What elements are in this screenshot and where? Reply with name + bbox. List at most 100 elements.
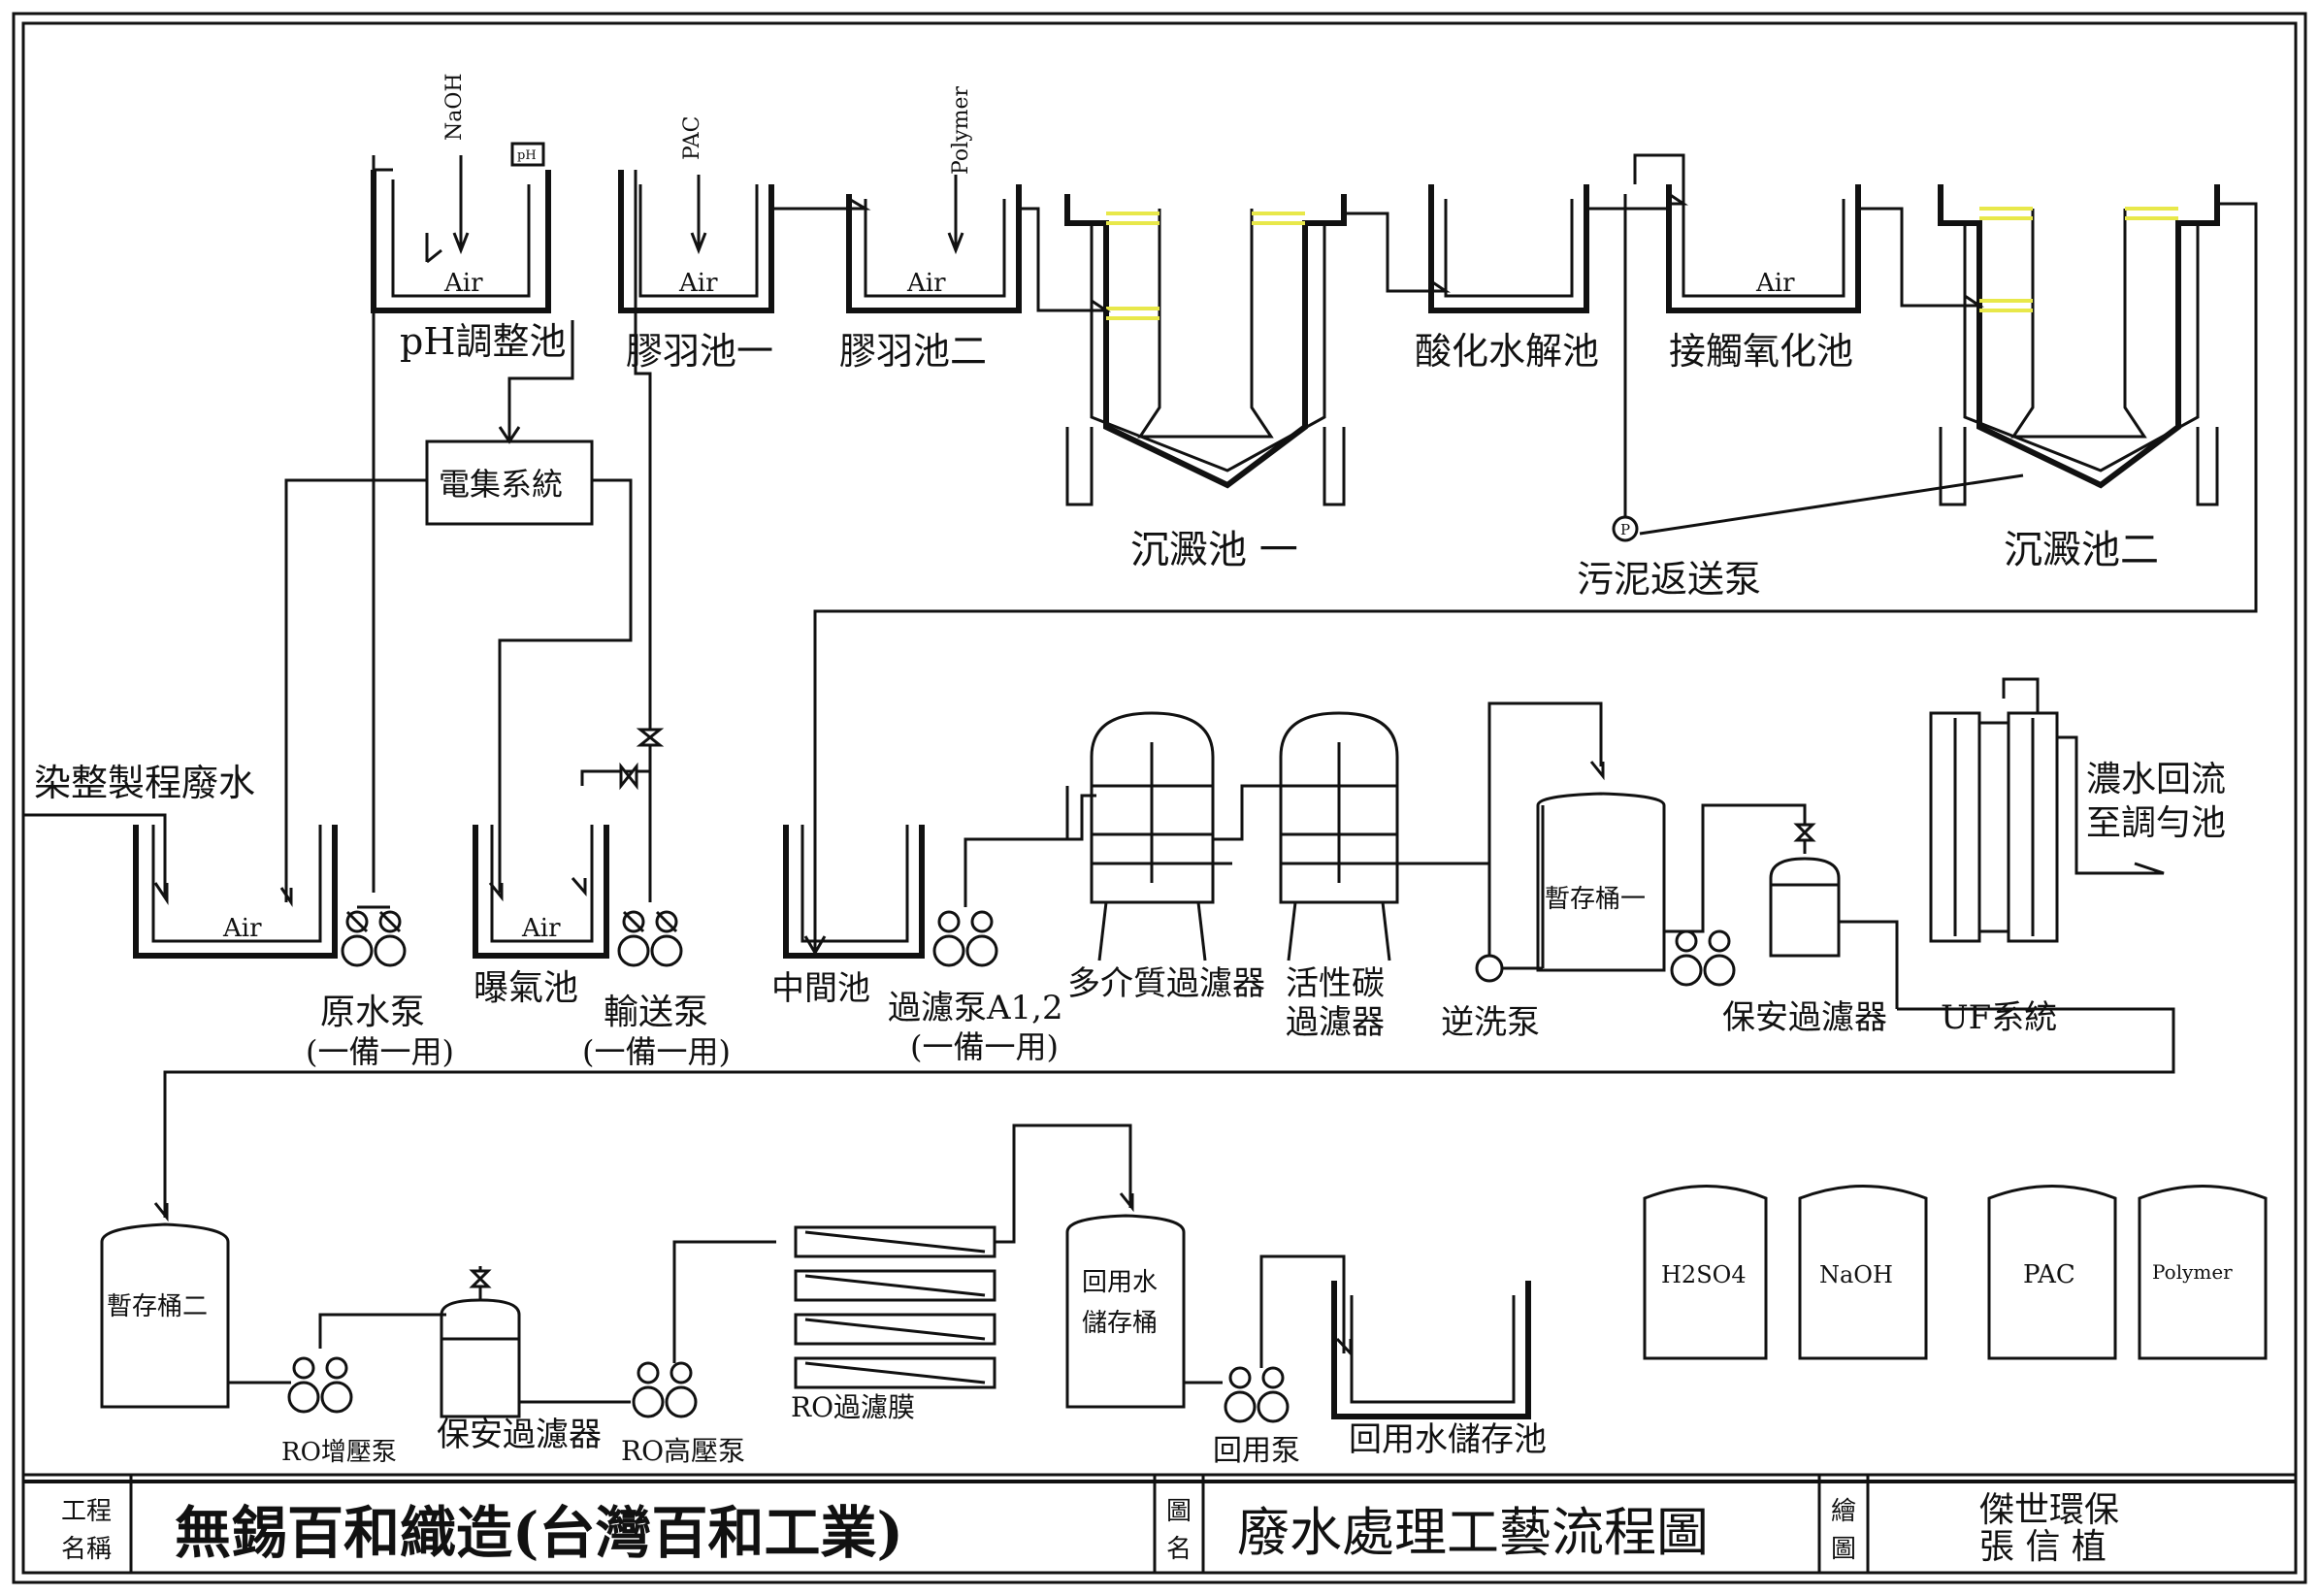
filter-pump-label: 過濾泵A1,2 (888, 989, 1063, 1027)
ph-tank-air-label: Air (443, 269, 483, 298)
project-name: 無錫百和織造(台灣百和工業) (175, 1500, 903, 1566)
uf-system (153, 677, 2175, 1222)
collection-system-label: 電集系統 (439, 466, 563, 503)
floc-tank-2 (771, 175, 1022, 313)
collect-to-raw-line (284, 478, 427, 902)
drawing-label-2: 名 (1166, 1535, 1192, 1564)
dose-pac-label: PAC (680, 115, 704, 160)
reuse-tank-label: 回用水儲存池 (1349, 1420, 1547, 1459)
sedimentation-tank-2 (803, 184, 2258, 956)
intermediate-tank (783, 825, 925, 959)
floc2-air-label: Air (906, 269, 946, 298)
sedimentation-tank-1 (1019, 194, 1347, 506)
aeration-label: 曝氣池 (474, 968, 578, 1008)
floc1-label: 膠羽池一 (626, 330, 773, 373)
temp-bucket1-label: 暫存桶一 (1545, 885, 1646, 914)
temp-bucket-2 (100, 1222, 230, 1409)
outer-frame (12, 12, 2307, 1584)
carbon-filter-label-1: 活性碳 (1286, 964, 1385, 1003)
regulating-tank (133, 825, 338, 959)
drawing-name: 廢水處理工藝流程圖 (1237, 1502, 1709, 1563)
safety-pump-1 (1664, 803, 1816, 987)
ro-membrane (794, 1124, 1134, 1389)
chem-naoh-label: NaOH (1819, 1261, 1893, 1288)
reuse-pump-label: 回用泵 (1213, 1434, 1300, 1468)
collect-to-aeration-line (498, 478, 633, 893)
drawn-by-1: 傑世環保 (1979, 1490, 2119, 1530)
inner-frame (21, 21, 2298, 1575)
temp-bucket2-label: 暫存桶二 (107, 1292, 208, 1321)
ph-to-collect-line (507, 320, 574, 441)
ro-booster-pump (228, 1313, 446, 1414)
contact-tank-label: 接觸氧化池 (1669, 330, 1853, 373)
collection-system-box (425, 440, 594, 526)
transfer-pump-label: 輸送泵 (604, 993, 708, 1032)
raw-water-inlet (23, 813, 167, 897)
raw-pump-sub-label: (一備一用) (306, 1033, 454, 1070)
reuse-bucket-label-2: 儲存桶 (1082, 1309, 1158, 1338)
chem-polymer-label: Polymer (2152, 1260, 2233, 1284)
backwash-pump (1475, 805, 1545, 983)
sludge-pump-label: 污泥返送泵 (1577, 558, 1761, 601)
safety-filter-2 (440, 1266, 631, 1418)
floc1-air-label: Air (678, 269, 718, 298)
floc-tank-1 (618, 170, 774, 313)
carbon-filter-label-2: 過濾器 (1286, 1003, 1385, 1042)
raw-water-pump (341, 155, 407, 967)
chem-pac-label: PAC (2023, 1260, 2075, 1289)
chem-tank-pac (1987, 1185, 2117, 1360)
title-block (23, 1473, 2296, 1573)
chem-tank-polymer (2138, 1185, 2268, 1360)
aeration-air-label: Air (521, 914, 561, 943)
transfer-pump-sub-label: (一備一用) (582, 1033, 731, 1070)
ph-tank-label: pH調整池 (400, 320, 566, 363)
acid-hydrolysis-tank (1344, 184, 1589, 313)
reuse-pump (1224, 1254, 1346, 1423)
svg-text:P: P (1620, 521, 1630, 538)
floc2-label: 膠羽池二 (839, 330, 987, 373)
ro-high-pressure-pump (632, 1240, 776, 1418)
sludge-return-pump: P (1612, 194, 2024, 542)
transfer-pump (580, 170, 683, 967)
regulating-air-label: Air (222, 914, 262, 943)
filter-pump-sub-label: (一備一用) (910, 1028, 1059, 1065)
multi-filter-label: 多介質過濾器 (1067, 964, 1265, 1003)
project-label-1: 工程 (61, 1497, 112, 1526)
concentrate-label-1: 濃水回流 (2086, 760, 2226, 799)
aeration-tank (473, 825, 609, 959)
raw-pump-label: 原水泵 (320, 993, 425, 1032)
sed2-label: 沉澱池二 (2004, 528, 2159, 572)
carbon-filter (1213, 701, 1603, 961)
ph-probe-label: pH (517, 148, 537, 163)
dose-polymer-label: Polymer (949, 85, 973, 175)
project-label-2: 名稱 (61, 1535, 112, 1564)
safety-filter1-label: 保安過濾器 (1722, 998, 1887, 1037)
reuse-bucket-label-1: 回用水 (1082, 1268, 1158, 1297)
safety-filter2-label: 保安過濾器 (437, 1416, 602, 1454)
uf-label: UF系統 (1941, 998, 2057, 1037)
ro-high-label: RO高壓泵 (621, 1435, 745, 1467)
multi-media-filter (1065, 711, 1232, 961)
temp-bucket-1 (1536, 761, 1666, 972)
ph-adjust-tank (371, 142, 551, 313)
drawn-by-2: 張 信 植 (1979, 1527, 2107, 1567)
dose-naoh-label: NaOH (442, 73, 467, 141)
ro-boost-label: RO增壓泵 (281, 1438, 397, 1467)
concentrate-label-2: 至調勻池 (2086, 803, 2226, 843)
backwash-pump-label: 逆洗泵 (1441, 1003, 1540, 1042)
acid-tank-label: 酸化水解池 (1415, 330, 1599, 373)
safety-filter-1 (1769, 857, 1899, 1009)
raw-water-label: 染整製程廢水 (34, 762, 255, 804)
chem-h2so4-label: H2SO4 (1661, 1261, 1747, 1288)
contact-air-label: Air (1755, 269, 1795, 298)
drawing-label-1: 圖 (1166, 1497, 1192, 1526)
chem-tank-naoh (1798, 1185, 1928, 1360)
mid-tank-label: 中間池 (771, 969, 870, 1008)
drawn-label-1: 繪 (1831, 1497, 1856, 1526)
drawn-label-2: 圖 (1831, 1535, 1856, 1564)
reuse-storage-pool (1331, 1281, 1531, 1419)
filter-pump (932, 794, 1096, 967)
sed1-label: 沉澱池 一 (1130, 528, 1298, 572)
contact-oxidation-tank (1586, 153, 1861, 313)
